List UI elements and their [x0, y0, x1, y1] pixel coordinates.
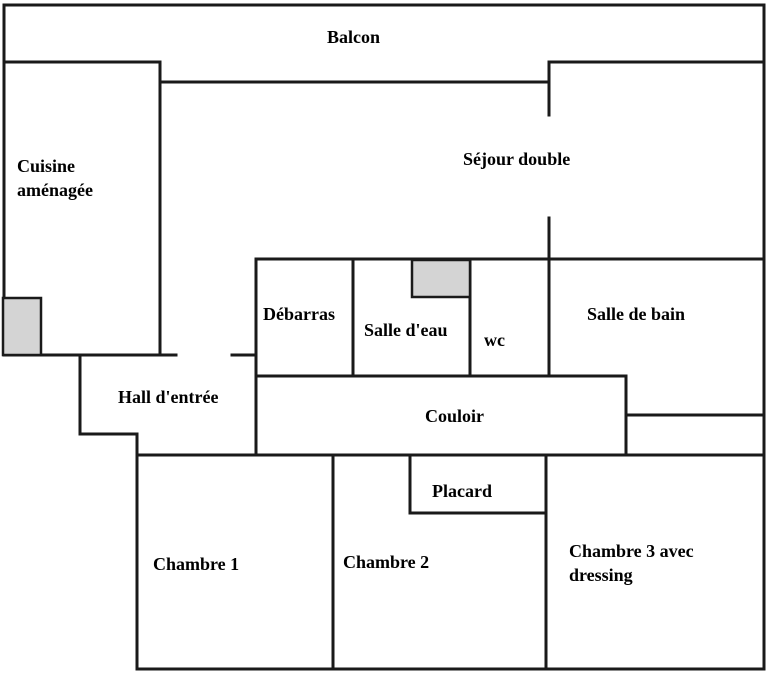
- room-label-salle-bain: Salle de bain: [587, 304, 686, 324]
- wall-balcony-outline: [2, 3, 766, 64]
- room-label-salle-eau: Salle d'eau: [364, 320, 448, 340]
- room-label-couloir: Couloir: [425, 406, 485, 426]
- room-label-debarras: Débarras: [263, 304, 335, 324]
- room-label-chambre3-1: Chambre 3 avec: [569, 541, 694, 561]
- room-label-cuisine-1: Cuisine: [17, 156, 76, 176]
- room-label-chambre2: Chambre 2: [343, 552, 430, 572]
- kitchen-fixture: [1, 296, 43, 357]
- room-label-chambre1: Chambre 1: [153, 554, 240, 574]
- room-label-wc: wc: [484, 330, 505, 350]
- room-label-hall: Hall d'entrée: [118, 387, 219, 407]
- room-label-placard: Placard: [432, 481, 492, 501]
- room-label-sejour: Séjour double: [463, 149, 571, 169]
- room-label-chambre3-2: dressing: [569, 565, 633, 585]
- room-label-cuisine-2: aménagée: [17, 180, 93, 200]
- shower-fixture: [410, 258, 472, 299]
- room-label-balcon: Balcon: [327, 27, 381, 47]
